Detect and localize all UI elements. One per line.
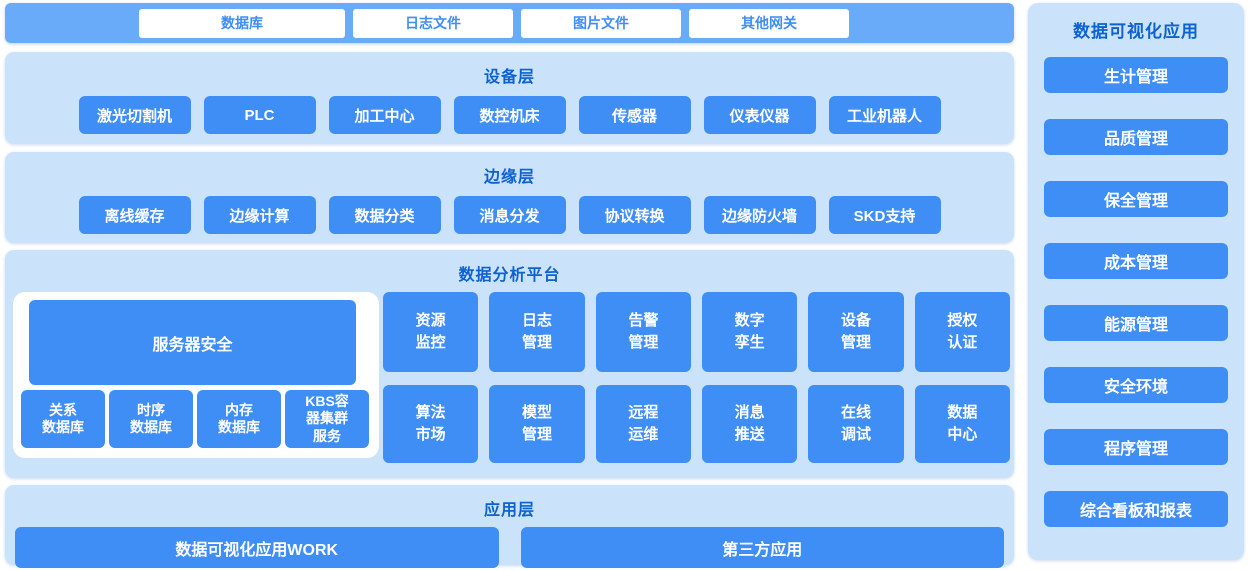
device-button-cnc[interactable]: 数控机床 (453, 96, 566, 134)
sidebar-button-list: 生计管理 品质管理 保全管理 成本管理 能源管理 安全环境 程序管理 综合看板和… (1028, 57, 1244, 527)
sidebar-button-quality-management[interactable]: 品质管理 (1044, 119, 1228, 155)
sidebar-button-cost-management[interactable]: 成本管理 (1044, 243, 1228, 279)
grid-button-digital-twin[interactable]: 数字 孪生 (702, 292, 798, 372)
device-button-machining-center[interactable]: 加工中心 (328, 96, 441, 134)
top-bar-button-other-gateway[interactable]: 其他网关 (689, 8, 849, 38)
sidebar-button-livelihood-management[interactable]: 生计管理 (1044, 57, 1228, 93)
data-analysis-platform-panel: 数据分析平台 服务器安全 关系 数据库 时序 数据库 内存 数据库 KBS容 器… (5, 250, 1014, 478)
device-button-instrument[interactable]: 仪表仪器 (703, 96, 816, 134)
grid-button-data-center[interactable]: 数据 中心 (914, 385, 1010, 463)
server-security-button[interactable]: 服务器安全 (29, 300, 356, 385)
top-bar-button-imagefile[interactable]: 图片文件 (521, 8, 681, 38)
device-button-industrial-robot[interactable]: 工业机器人 (828, 96, 941, 134)
device-button-sensor[interactable]: 传感器 (578, 96, 691, 134)
db-button-relational[interactable]: 关系 数据库 (21, 390, 105, 448)
edge-button-edge-computing[interactable]: 边缘计算 (203, 196, 316, 234)
grid-button-online-debug[interactable]: 在线 调试 (808, 385, 904, 463)
top-bar-button-logfile[interactable]: 日志文件 (353, 8, 513, 38)
application-layer-title: 应用层 (483, 502, 535, 519)
sidebar-button-program-management[interactable]: 程序管理 (1044, 429, 1228, 465)
grid-button-remote-ops[interactable]: 远程 运维 (595, 385, 691, 463)
db-button-timeseries[interactable]: 时序 数据库 (109, 390, 193, 448)
grid-button-algorithm-market[interactable]: 算法 市场 (383, 385, 479, 463)
db-button-inmemory[interactable]: 内存 数据库 (197, 390, 281, 448)
edge-button-edge-firewall[interactable]: 边缘防火墙 (703, 196, 816, 234)
app-button-data-visualization-work[interactable]: 数据可视化应用WORK (15, 527, 499, 568)
grid-button-model-management[interactable]: 模型 管理 (489, 385, 585, 463)
edge-layer-panel: 边缘层 离线缓存 边缘计算 数据分类 消息分发 协议转换 边缘防火墙 SKD支持 (5, 152, 1014, 243)
device-layer-title: 设备层 (483, 69, 535, 86)
edge-button-offline-cache[interactable]: 离线缓存 (78, 196, 191, 234)
grid-button-resource-monitoring[interactable]: 资源 监控 (383, 292, 479, 372)
top-bar-button-database[interactable]: 数据库 (139, 8, 345, 38)
sidebar-button-safety-environment[interactable]: 安全环境 (1044, 367, 1228, 403)
app-button-third-party[interactable]: 第三方应用 (520, 527, 1004, 568)
database-row: 关系 数据库 时序 数据库 内存 数据库 KBS容 器集群 服务 (21, 390, 369, 448)
edge-button-data-classification[interactable]: 数据分类 (328, 196, 441, 234)
top-gateway-band: 数据库 日志文件 图片文件 其他网关 (5, 3, 1014, 43)
grid-button-message-push[interactable]: 消息 推送 (702, 385, 798, 463)
application-layer-panel: 应用层 数据可视化应用WORK 第三方应用 (5, 485, 1014, 568)
device-button-laser-cutter[interactable]: 激光切割机 (78, 96, 191, 134)
sidebar-title: 数据可视化应用 (1073, 22, 1199, 41)
edge-layer-title: 边缘层 (483, 169, 535, 186)
platform-title: 数据分析平台 (458, 267, 561, 284)
data-visualization-sidebar: 数据可视化应用 生计管理 品质管理 保全管理 成本管理 能源管理 安全环境 程序… (1028, 3, 1244, 560)
device-button-plc[interactable]: PLC (203, 96, 316, 134)
edge-layer-row: 离线缓存 边缘计算 数据分类 消息分发 协议转换 边缘防火墙 SKD支持 (5, 196, 1014, 234)
grid-button-device-management[interactable]: 设备 管理 (808, 292, 904, 372)
device-layer-panel: 设备层 激光切割机 PLC 加工中心 数控机床 传感器 仪表仪器 工业机器人 (5, 52, 1014, 144)
device-layer-row: 激光切割机 PLC 加工中心 数控机床 传感器 仪表仪器 工业机器人 (5, 96, 1014, 134)
grid-button-authorization[interactable]: 授权 认证 (914, 292, 1010, 372)
sidebar-button-energy-management[interactable]: 能源管理 (1044, 305, 1228, 341)
application-layer-row: 数据可视化应用WORK 第三方应用 (5, 527, 1014, 568)
edge-button-skd-support[interactable]: SKD支持 (828, 196, 941, 234)
sidebar-button-dashboard-reports[interactable]: 综合看板和报表 (1044, 491, 1228, 527)
edge-button-protocol-conversion[interactable]: 协议转换 (578, 196, 691, 234)
server-subpanel: 服务器安全 关系 数据库 时序 数据库 内存 数据库 KBS容 器集群 服务 (13, 292, 379, 458)
sidebar-button-maintenance-management[interactable]: 保全管理 (1044, 181, 1228, 217)
grid-button-log-management[interactable]: 日志 管理 (489, 292, 585, 372)
platform-grid: 资源 监控 日志 管理 告警 管理 数字 孪生 设备 管理 授权 认证 算法 市… (383, 292, 1010, 463)
grid-button-alarm-management[interactable]: 告警 管理 (595, 292, 691, 372)
edge-button-message-dispatch[interactable]: 消息分发 (453, 196, 566, 234)
db-button-kbs-container-cluster[interactable]: KBS容 器集群 服务 (285, 390, 369, 448)
